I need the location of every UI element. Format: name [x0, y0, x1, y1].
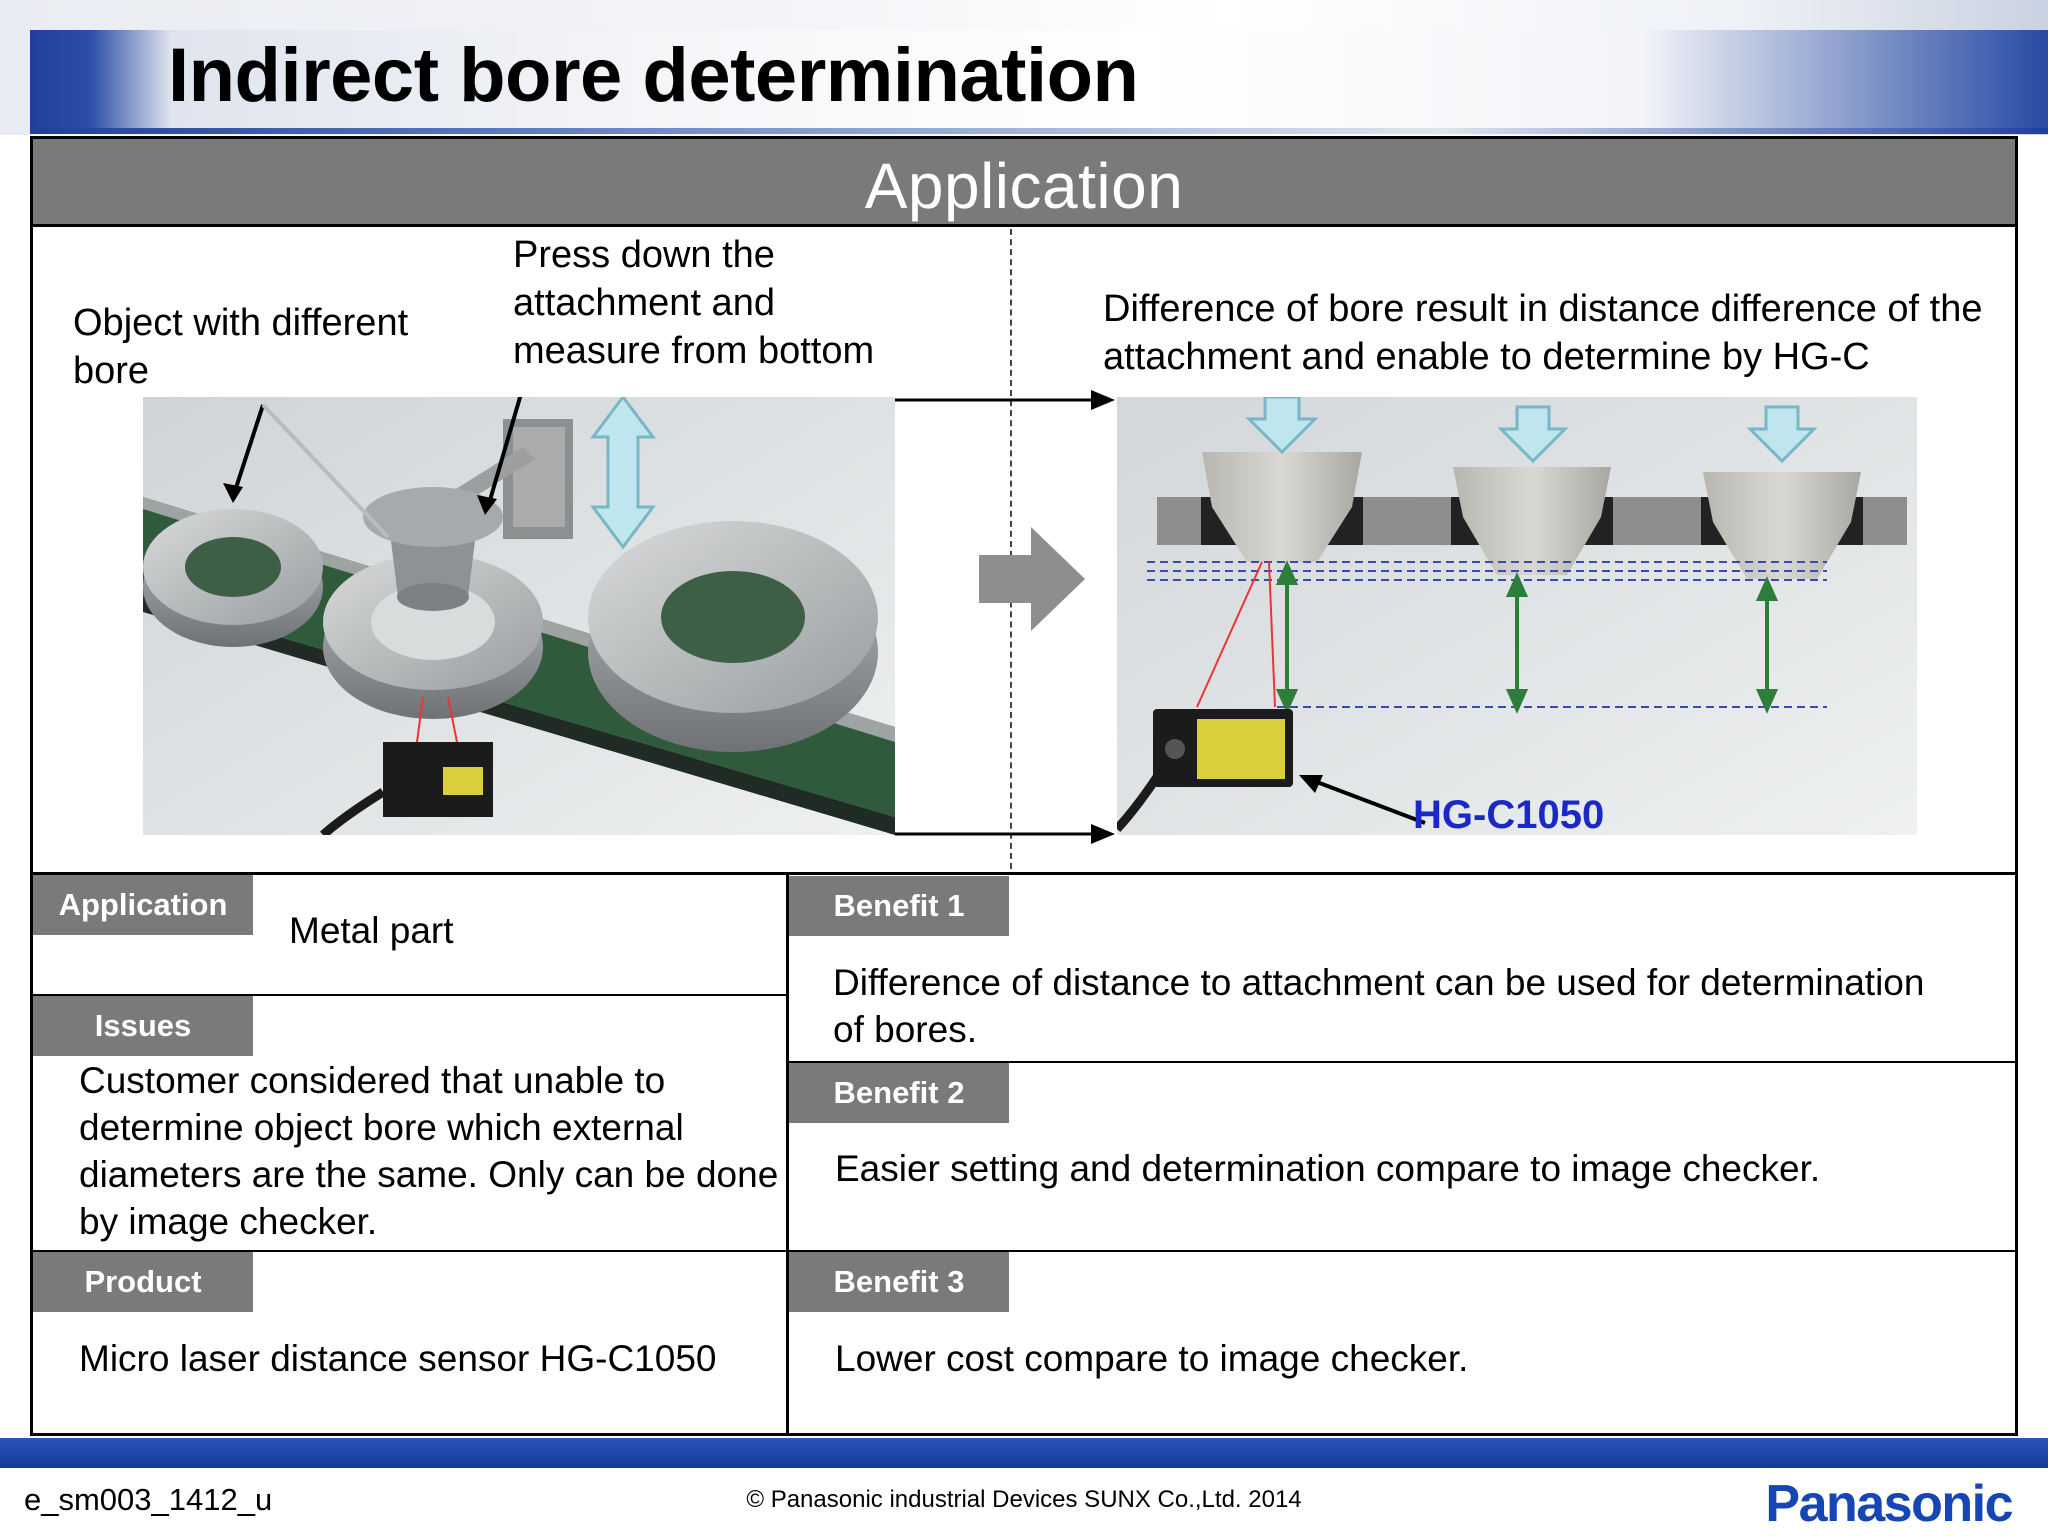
grid-divider — [33, 1250, 787, 1252]
grid-divider — [33, 994, 787, 996]
measurement-diagram-illustration — [1117, 397, 1917, 835]
benefit3-tag: Benefit 3 — [789, 1252, 1009, 1312]
page-title: Indirect bore determination — [168, 33, 1139, 118]
issues-text: Customer considered that unable to deter… — [79, 1060, 779, 1242]
caption-press-down: Press down the attachment and measure fr… — [513, 234, 875, 372]
grid-divider — [786, 872, 789, 1436]
footer-bar — [0, 1438, 2048, 1468]
benefit3-text: Lower cost compare to image checker. — [835, 1338, 1469, 1379]
right-arrow-icon — [979, 527, 1085, 631]
product-text: Micro laser distance sensor HG-C1050 — [79, 1338, 717, 1379]
application-tag: Application — [33, 875, 253, 935]
grid-divider — [33, 872, 2015, 875]
caption-object: Object with different bore — [73, 302, 409, 392]
down-arrow-icon — [1245, 397, 1319, 455]
model-label: HG-C1050 — [1413, 793, 1605, 837]
brand-logo: Panasonic — [1765, 1475, 2013, 1533]
product-tag: Product — [33, 1252, 253, 1312]
document-code: e_sm003_1412_u — [24, 1482, 273, 1517]
header-accent-bar — [30, 30, 2048, 134]
copyright-notice: © Panasonic industrial Devices SUNX Co.,… — [746, 1486, 1302, 1513]
benefit1-text: Difference of distance to attachment can… — [833, 962, 1925, 1050]
dashed-divider — [1010, 229, 1012, 869]
benefit1-tag: Benefit 1 — [789, 876, 1009, 936]
section-header-bar: Application — [33, 139, 2015, 227]
grid-divider — [787, 1061, 2015, 1063]
right-arrow-icon — [895, 824, 1115, 844]
conveyor-scene-illustration — [143, 397, 895, 835]
grid-divider — [787, 1250, 2015, 1252]
down-arrow-icon — [1746, 405, 1818, 464]
caption-difference: Difference of bore result in distance di… — [1103, 288, 1983, 378]
application-text: Metal part — [289, 910, 454, 951]
double-arrow-icon — [590, 397, 656, 550]
benefit2-text: Easier setting and determination compare… — [835, 1148, 1821, 1189]
issues-tag: Issues — [33, 996, 253, 1056]
right-arrow-icon — [895, 390, 1115, 410]
sensor-pointer-arrow — [1299, 775, 1426, 825]
main-content-box: Application Object with different bore P… — [30, 136, 2018, 1436]
down-arrow-icon — [1497, 405, 1569, 464]
laser-sensor-icon — [1117, 709, 1293, 833]
laser-sensor-icon — [319, 742, 493, 835]
benefit2-tag: Benefit 2 — [789, 1063, 1009, 1123]
section-header-label: Application — [864, 150, 1184, 222]
